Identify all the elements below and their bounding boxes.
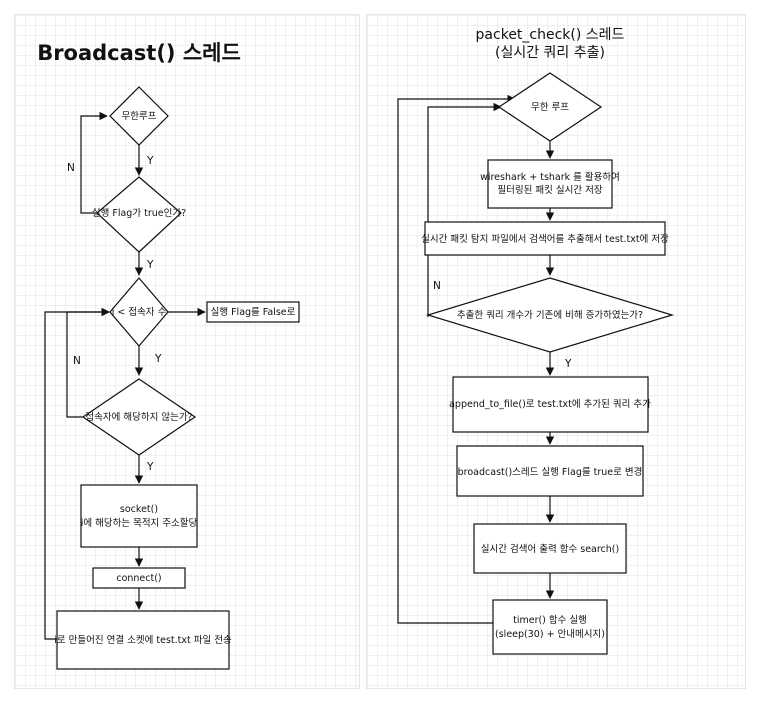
timer-label-1: timer() 함수 실행 xyxy=(513,614,587,626)
count-check-label: 추출한 쿼리 개수가 기존에 비해 증가하였는가? xyxy=(457,309,643,321)
broadcast-edges xyxy=(44,111,206,640)
loop-decision xyxy=(109,86,169,146)
broadcast-flowchart: Broadcast() 스레드 무한루프 실행 Flag가 true인가? i … xyxy=(37,41,300,670)
connect-box xyxy=(92,567,186,589)
extract-box xyxy=(424,221,666,256)
i-check-label: i < 접속자 수 xyxy=(112,306,167,318)
flag-check-decision xyxy=(96,176,182,253)
append-label: append_to_file()로 test.txt에 추가된 쿼리 추가 xyxy=(449,398,651,410)
wireshark-label-2: 필터링된 패킷 실시간 저장 xyxy=(497,184,602,196)
broadcast-flag-label: broadcast()스레드 실행 Flag를 true로 변경 xyxy=(458,466,643,478)
packet-check-flowchart-panel: packet_check() 스레드 (실시간 쿼리 추출) 무한 루프 wir… xyxy=(367,15,745,688)
i-check-decision xyxy=(109,277,169,347)
flag-false-box xyxy=(206,301,300,323)
broadcast-flowchart-panel: Broadcast() 스레드 무한루프 실행 Flag가 true인가? i … xyxy=(15,15,359,688)
timer-label-2: (sleep(30) + 안내메시지) xyxy=(495,629,605,640)
socket-box xyxy=(80,484,198,548)
connect-label: connect() xyxy=(116,573,161,584)
wireshark-label-1: wireshark + tshark 를 활용하여 xyxy=(480,171,620,183)
timer-box xyxy=(492,599,608,655)
edge-label-flag-yes: Y xyxy=(146,259,154,271)
edge-label-not-user-no: N xyxy=(73,355,81,367)
packet-check-flowchart: packet_check() 스레드 (실시간 쿼리 추출) 무한 루프 wir… xyxy=(397,27,675,655)
edge-label-loop-yes: Y xyxy=(146,155,154,167)
broadcast-flag-box xyxy=(456,445,644,497)
search-label: 실시간 검색어 출력 함수 search() xyxy=(481,543,619,555)
flag-check-label: 실행 Flag가 true인가? xyxy=(92,207,186,219)
count-check-decision xyxy=(425,277,675,353)
append-box xyxy=(452,376,649,433)
broadcast-title: Broadcast() 스레드 xyxy=(37,41,241,65)
socket-label-1: socket() xyxy=(120,504,158,515)
edge-send-back-to-i-check xyxy=(44,307,110,640)
not-user-label: 접속자에 해당하지 않는가? xyxy=(85,411,192,423)
edge-label-not-user-yes: Y xyxy=(146,461,154,473)
pc-loop-label: 무한 루프 xyxy=(531,102,569,113)
edge-label-i-yes: Y xyxy=(154,353,162,365)
socket-label-2: i에 해당하는 목적지 주소할당 xyxy=(81,517,198,529)
flag-false-label: 실행 Flag를 False로 xyxy=(211,306,296,318)
packet-check-title-1: packet_check() 스레드 xyxy=(476,27,625,43)
edge-flag-no-back-to-loop xyxy=(80,111,108,214)
send-box xyxy=(56,610,230,670)
send-label: i로 만들어진 연결 소켓에 test.txt 파일 전송 xyxy=(54,635,232,646)
edge-label-count-no: N xyxy=(433,280,441,292)
not-user-decision xyxy=(81,378,197,456)
edge-label-flag-no: N xyxy=(67,162,75,174)
edge-label-count-yes: Y xyxy=(564,358,572,370)
wireshark-box xyxy=(487,159,613,209)
extract-label: 실시간 패킷 탐지 파일에서 검색어를 추출해서 test.txt에 저장 xyxy=(421,233,669,245)
pc-loop-decision xyxy=(497,72,603,142)
packet-check-title-2: (실시간 쿼리 추출) xyxy=(495,45,605,61)
loop-label: 무한루프 xyxy=(122,111,157,122)
edge-timer-back-to-loop xyxy=(397,94,516,624)
search-box xyxy=(473,523,627,574)
